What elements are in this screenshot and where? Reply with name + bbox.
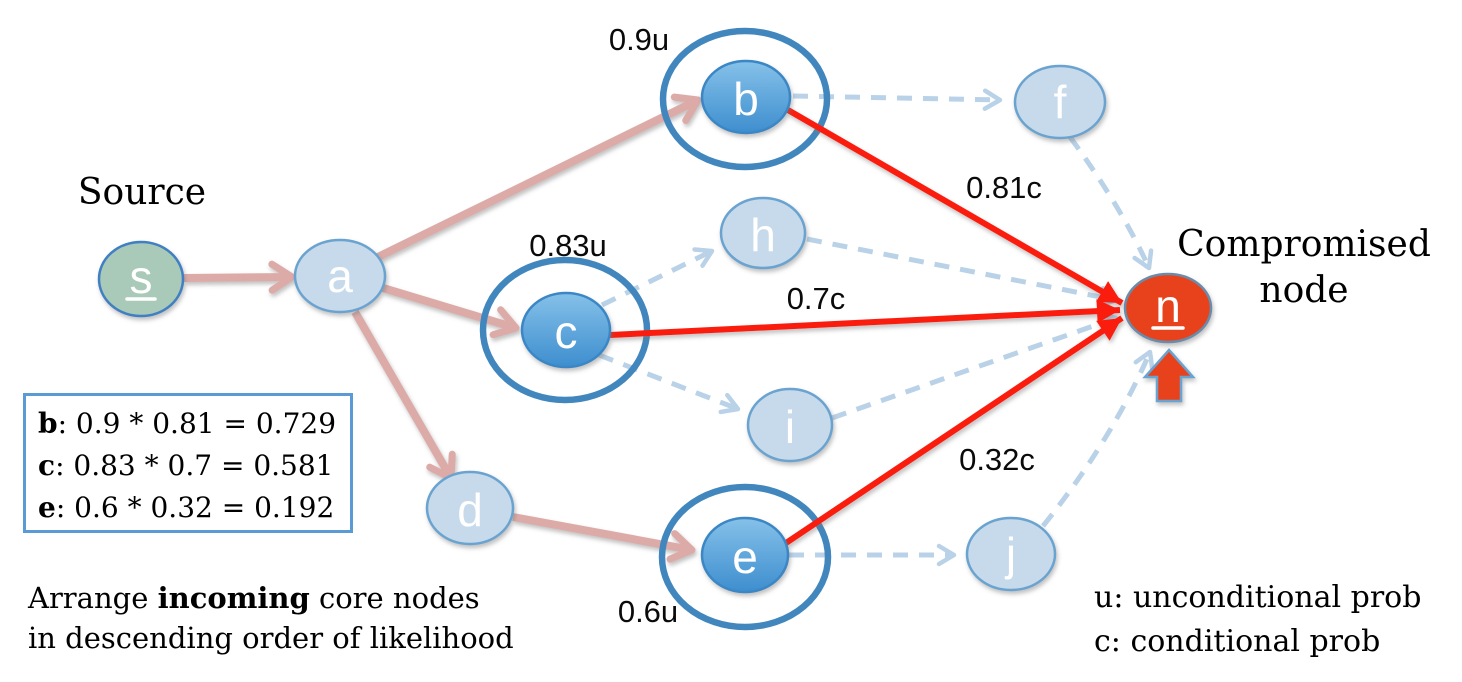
calc-expression-e: : 0.6 * 0.32 = 0.192 (55, 491, 335, 524)
legend-unconditional: u: unconditional prob (1094, 580, 1422, 615)
calc-node-letter-e: e (38, 491, 56, 524)
arrange-note-prefix: Arrange (28, 581, 158, 615)
node-s: s (97, 240, 185, 318)
ring-c (479, 256, 651, 404)
calc-expression-b: : 0.9 * 0.81 = 0.729 (57, 407, 337, 440)
edge-label-b-unconditional: 0.9u (608, 22, 670, 57)
ring-b (659, 27, 831, 171)
arrange-note-suffix: core nodes (309, 581, 480, 615)
node-j: j (965, 516, 1057, 592)
node-b: b (700, 59, 792, 135)
edge-label-e-conditional: 0.32c (959, 442, 1035, 477)
node-e-label: e (732, 531, 758, 583)
node-n: n (1123, 272, 1213, 344)
node-f-label: f (1054, 76, 1067, 128)
node-d: d (425, 470, 515, 546)
calc-line-c: c: 0.83 * 0.7 = 0.581 (38, 445, 350, 487)
node-d-label: d (457, 484, 483, 536)
edge-label-c-conditional: 0.7c (786, 281, 846, 316)
compromised-pointer-arrow (1142, 348, 1196, 403)
edge-label-c-unconditional: 0.83u (529, 228, 607, 263)
edge-label-e-unconditional: 0.6u (617, 594, 679, 629)
arrange-note: Arrange incoming core nodes in descendin… (28, 578, 514, 658)
node-i-label: i (785, 401, 795, 453)
edge-h-n (806, 236, 1119, 309)
node-a: a (293, 238, 387, 314)
compromised-caption-line2: node (1259, 270, 1349, 311)
edge-c-h (600, 247, 715, 308)
node-i: i (746, 387, 834, 463)
legend-conditional: c: conditional prob (1094, 624, 1381, 659)
node-c-label: c (555, 306, 578, 358)
node-b-label: b (733, 73, 759, 125)
edge-b-n (786, 107, 1124, 306)
attack-edges (609, 107, 1124, 546)
node-s-label: s (130, 251, 153, 303)
node-n-label: n (1155, 280, 1181, 332)
edge-j-n (1041, 349, 1155, 528)
edge-c-n (609, 299, 1121, 338)
edge-a-c (381, 284, 520, 339)
edge-f-n (1067, 135, 1154, 271)
ring-e (658, 483, 832, 631)
edge-a-b (376, 93, 702, 261)
edge-label-b-conditional: 0.81c (966, 170, 1042, 205)
node-j-label: j (1004, 528, 1016, 580)
arrange-note-line2: in descending order of likelihood (28, 621, 514, 655)
likelihood-calc-box: b: 0.9 * 0.81 = 0.729 c: 0.83 * 0.7 = 0.… (23, 393, 353, 533)
source-caption: Source (77, 172, 207, 213)
node-c: c (520, 291, 612, 369)
arrange-note-bold: incoming (157, 581, 310, 615)
nodes: s a b c d e (97, 59, 1213, 594)
calc-expression-c: : 0.83 * 0.7 = 0.581 (55, 449, 334, 482)
node-e: e (700, 516, 790, 594)
probability-legend: u: unconditional prob c: conditional pro… (1094, 576, 1421, 664)
edge-i-n (831, 312, 1119, 421)
edge-s-a (183, 260, 296, 294)
calc-line-e: e: 0.6 * 0.32 = 0.192 (38, 487, 350, 529)
node-f: f (1013, 64, 1107, 140)
calc-line-b: b: 0.9 * 0.81 = 0.729 (38, 403, 350, 445)
node-h-label: h (750, 209, 776, 261)
calc-node-letter-c: c (38, 449, 56, 482)
node-a-label: a (327, 250, 353, 302)
edge-a-d (351, 309, 456, 482)
node-h: h (719, 196, 807, 270)
compromised-caption-line1: Compromised (1177, 224, 1431, 265)
compromised-caption: Compromised node (1177, 222, 1431, 314)
arrange-note-line1: Arrange incoming core nodes (28, 578, 514, 618)
edge-e-n (784, 315, 1124, 546)
calc-node-letter-b: b (38, 407, 58, 440)
core-node-rings (479, 27, 832, 631)
